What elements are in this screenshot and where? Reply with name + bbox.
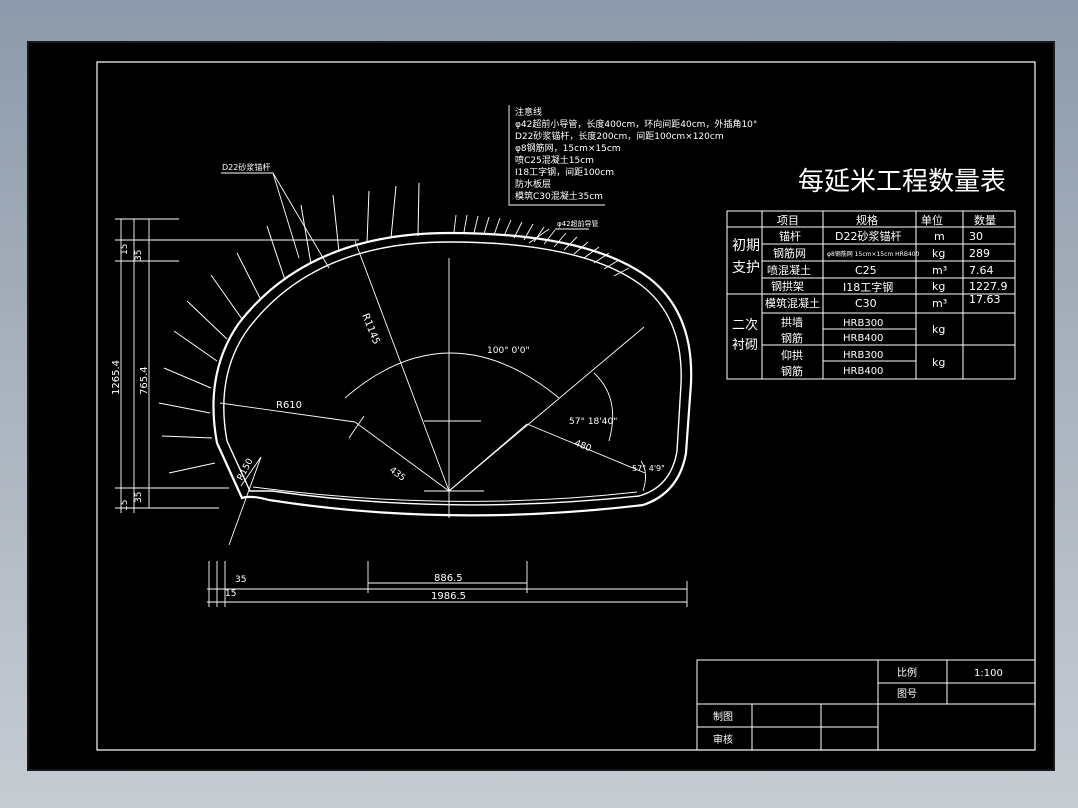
invert-unit: kg xyxy=(932,356,945,369)
invert-spec: HRB400 xyxy=(843,366,883,377)
row-spec: C30 xyxy=(855,297,877,310)
invert-item-line1: 仰拱 xyxy=(781,348,803,362)
table-title: 每延米工程数量表 xyxy=(798,167,1006,197)
notes-block: 注意线 φ42超前小导管，长度400cm，环向间距40cm，外插角10° D22… xyxy=(515,106,757,202)
group1-line2: 支护 xyxy=(732,260,760,276)
outer-lining xyxy=(212,231,693,517)
group2-line1: 二次 xyxy=(732,317,758,333)
row-unit: m³ xyxy=(932,297,947,310)
dim-total-width: 1986.5 xyxy=(431,591,466,602)
row-item: 钢拱架 xyxy=(771,279,804,293)
bolt-label: D22砂浆锚杆 xyxy=(222,162,270,172)
row-unit: kg xyxy=(932,247,945,260)
len-480-label: 480 xyxy=(573,439,593,455)
dim-bottom-15: 15 xyxy=(120,500,130,511)
angle-small-label: 57° 4'9" xyxy=(632,464,665,473)
group2-line2: 衬砌 xyxy=(732,338,758,353)
side-radius-label: R610 xyxy=(276,400,302,411)
invert-item-line2: 钢筋 xyxy=(781,364,803,378)
drawn-by-label: 制图 xyxy=(713,710,733,723)
arch-unit: kg xyxy=(932,323,945,336)
cad-drawing-area: 15 35 1265.4 765.4 15 35 35 15 886.5 198… xyxy=(27,41,1055,771)
invert-line xyxy=(252,486,638,502)
drawing-no-label: 图号 xyxy=(897,688,917,700)
horizontal-dimensions xyxy=(207,561,688,607)
dim-top-35: 35 xyxy=(134,250,144,261)
crown-radius-line xyxy=(354,240,450,492)
drawing-frame xyxy=(96,61,1036,751)
crown-radius-label: R1145 xyxy=(359,312,381,346)
side-radius-line xyxy=(219,402,356,423)
row-qty: 7.64 xyxy=(969,264,994,277)
quantity-table-text: 项目 规格 单位 数量 初期 支护 二次 衬砌 锚杆 D22砂浆锚杆 m 30 … xyxy=(732,213,1008,378)
header-unit: 单位 xyxy=(921,213,943,227)
note-line: 模筑C30混凝土35cm xyxy=(515,190,603,202)
note-line: 注意线 xyxy=(515,106,542,118)
angle-arc-right xyxy=(593,372,614,442)
row-unit: kg xyxy=(932,280,945,293)
angle-top-label: 100° 0'0" xyxy=(487,346,530,356)
len-435-label: 435 xyxy=(387,465,407,483)
row-spec: C25 xyxy=(855,264,877,277)
leaders xyxy=(221,105,605,269)
dim-bottom-15-h: 15 xyxy=(225,589,236,599)
dim-total-height: 1265.4 xyxy=(111,360,122,395)
row-qty: 17.63 xyxy=(969,293,1001,306)
scale-value: 1:100 xyxy=(974,668,1003,679)
pipe-label: φ42超前导管 xyxy=(557,219,599,228)
row-item: 模筑混凝土 xyxy=(765,296,820,310)
inner-lining xyxy=(223,241,682,506)
row-item: 喷混凝土 xyxy=(767,263,811,277)
header-item: 项目 xyxy=(777,214,799,227)
note-line: 喷C25混凝土15cm xyxy=(515,154,594,166)
header-spec: 规格 xyxy=(856,213,878,227)
arch-item-line2: 钢筋 xyxy=(781,331,803,345)
dim-lower-height: 765.4 xyxy=(139,366,150,395)
row-unit: m³ xyxy=(932,264,947,277)
note-line: 防水板层 xyxy=(515,178,551,190)
row-qty: 289 xyxy=(969,247,990,260)
tunnel-lining xyxy=(212,231,693,517)
construction-lines xyxy=(219,240,646,546)
dim-top-15: 15 xyxy=(120,244,130,255)
angle-arc-top xyxy=(344,352,560,399)
row-spec: D22砂浆锚杆 xyxy=(835,229,901,243)
tunnel-drawing: 15 35 1265.4 765.4 15 35 35 15 886.5 198… xyxy=(96,61,1036,751)
title-block xyxy=(696,659,1036,751)
row-unit: m xyxy=(934,230,945,243)
arch-spec: HRB400 xyxy=(843,333,883,344)
row-item: 锚杆 xyxy=(779,229,801,243)
dim-bottom-35: 35 xyxy=(134,492,144,503)
note-line: I18工字钢，间距100cm xyxy=(515,166,614,178)
dim-bottom-35-h: 35 xyxy=(235,575,246,585)
advance-pipes xyxy=(453,214,630,277)
vertical-dimensions xyxy=(115,218,359,513)
dim-half-width: 886.5 xyxy=(434,573,463,584)
row-item: 钢筋网 xyxy=(773,246,806,260)
header-qty: 数量 xyxy=(974,214,996,227)
scale-label: 比例 xyxy=(897,666,917,679)
row-spec: I18工字钢 xyxy=(843,280,893,294)
arch-item-line1: 拱墙 xyxy=(781,315,803,329)
radius-435-line xyxy=(354,421,450,492)
row-qty: 30 xyxy=(969,230,983,243)
arch-spec: HRB300 xyxy=(843,318,883,329)
quantity-table xyxy=(726,210,1016,380)
angle-right-label: 57° 18'40" xyxy=(569,417,617,427)
note-line: φ8钢筋网，15cm×15cm xyxy=(515,142,621,154)
rock-bolts xyxy=(158,182,420,474)
note-line: φ42超前小导管，长度400cm，环向间距40cm，外插角10° xyxy=(515,118,757,130)
invert-spec: HRB300 xyxy=(843,350,883,361)
row-qty: 1227.9 xyxy=(969,280,1008,293)
note-line: D22砂浆锚杆，长度200cm，间距100cm×120cm xyxy=(515,130,724,142)
group1-line1: 初期 xyxy=(732,237,760,254)
checked-by-label: 审核 xyxy=(713,733,733,746)
radius-480-line xyxy=(526,423,646,474)
row-spec: φ8钢筋网 15cm×15cm HRB400 xyxy=(827,250,920,258)
